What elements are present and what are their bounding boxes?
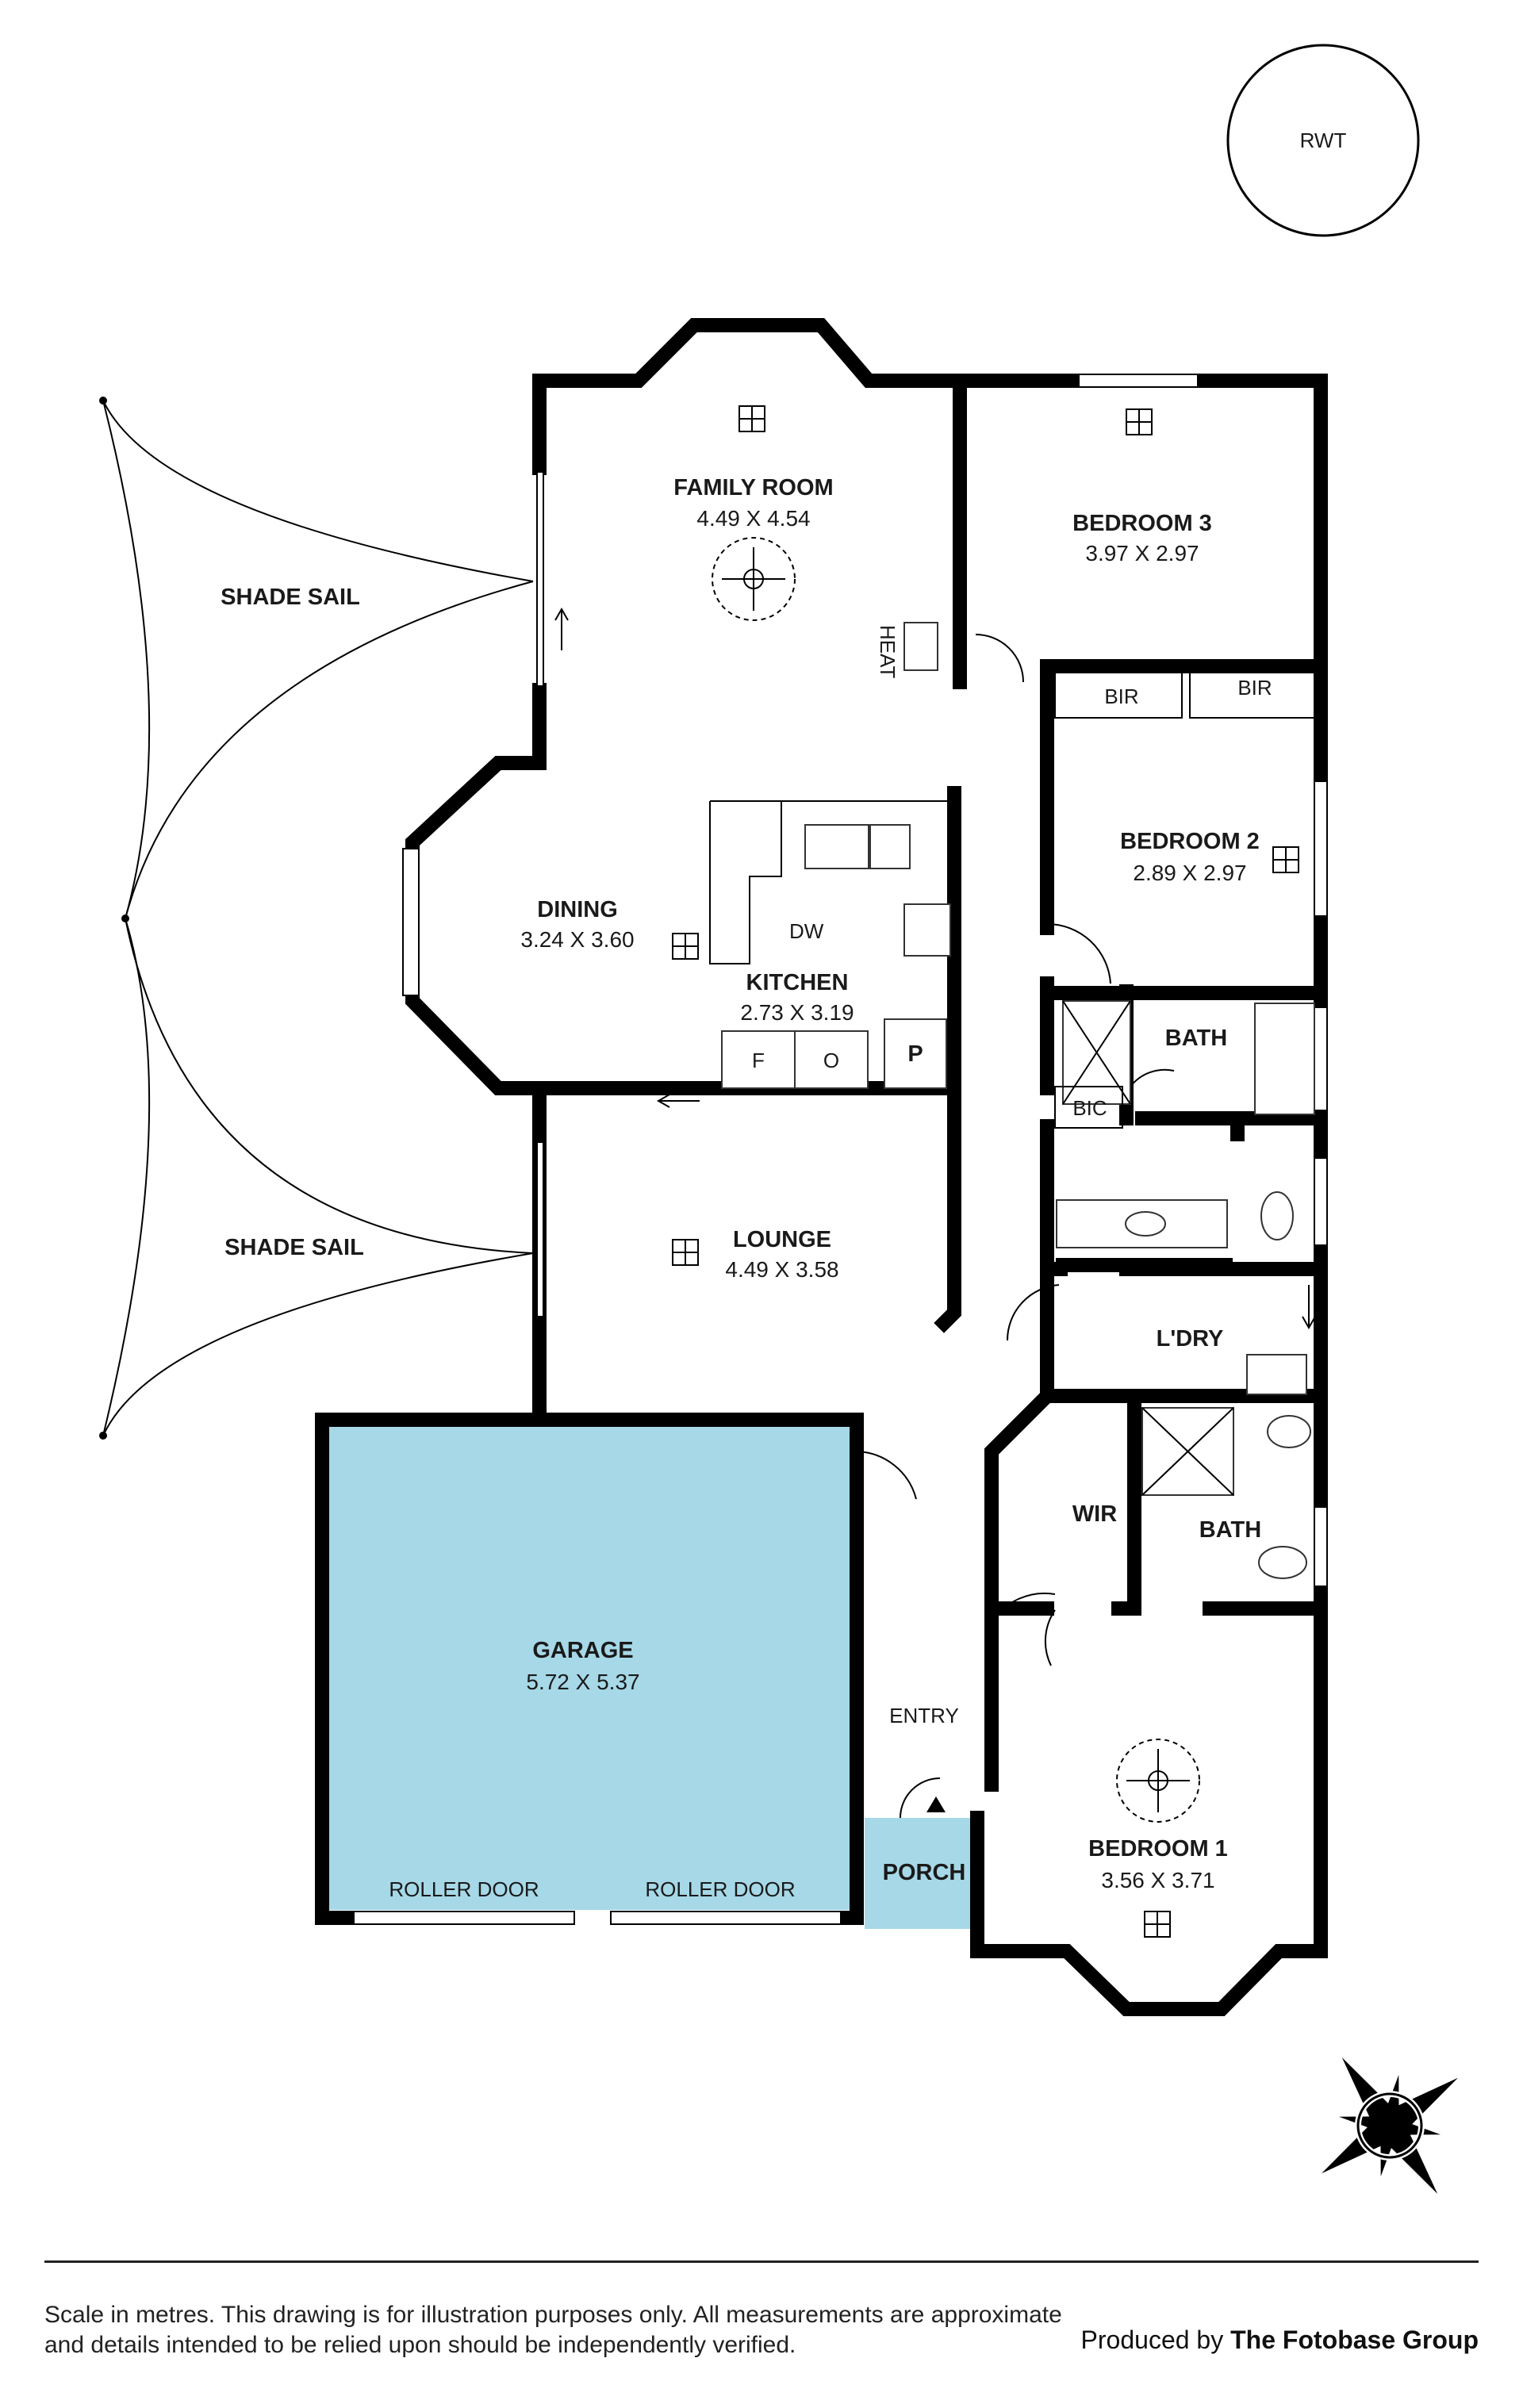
bedroom2-name: BEDROOM 2	[1120, 829, 1260, 854]
entry-arrow-icon	[926, 1796, 946, 1812]
sliding-door-arrow-icon	[1302, 1285, 1316, 1330]
roller-door-label: ROLLER DOOR	[389, 1877, 539, 1901]
bedroom1-name: BEDROOM 1	[1088, 1836, 1228, 1862]
oven-label: O	[823, 1049, 839, 1072]
disclaimer-text: Scale in metres. This drawing is for ill…	[44, 2302, 1062, 2358]
bic-label: BIC	[1072, 1096, 1107, 1120]
dining-name: DINING	[537, 897, 618, 922]
sliding-door-arrow-icon	[554, 607, 569, 650]
garage-dims: 5.72 X 5.37	[526, 1670, 639, 1694]
bedroom3-name: BEDROOM 3	[1072, 511, 1212, 536]
family-room-name: FAMILY ROOM	[673, 475, 833, 500]
shade-sail-lower-label: SHADE SAIL	[224, 1235, 364, 1260]
footer-divider	[44, 2260, 1479, 2263]
roller-door-label: ROLLER DOOR	[645, 1877, 795, 1901]
door-swings	[856, 634, 1175, 1819]
porch-area	[865, 1818, 977, 1929]
kitchen-dims: 2.73 X 3.19	[740, 1000, 854, 1025]
heater-label: HEAT	[876, 625, 900, 679]
compass-rose-icon	[1321, 2057, 1459, 2195]
shade-sail-upper-label: SHADE SAIL	[221, 585, 360, 610]
bathroom-fixtures	[1056, 1000, 1315, 1579]
heater	[903, 622, 938, 671]
light-point-icon	[672, 405, 1299, 1938]
dining-dims: 3.24 X 3.60	[520, 927, 634, 952]
ceiling-fan-icon	[712, 537, 796, 621]
wir-name: WIR	[1072, 1501, 1117, 1527]
family-room-dims: 4.49 X 4.54	[696, 506, 810, 531]
bir-label: BIR	[1104, 684, 1138, 708]
bedroom2-dims: 2.89 X 2.97	[1133, 861, 1246, 885]
dishwasher-label: DW	[789, 919, 824, 943]
rainwater-tank: RWT	[1226, 44, 1420, 237]
producer-credit: Produced by The Fotobase Group	[1081, 2326, 1479, 2355]
lounge-dims: 4.49 X 3.58	[725, 1257, 838, 1282]
sliding-door-arrow-icon	[656, 1094, 700, 1108]
kitchen-name: KITCHEN	[746, 970, 849, 995]
pantry-label: P	[907, 1041, 923, 1067]
walls	[315, 318, 1328, 2016]
credit-prefix: Produced by	[1080, 2326, 1224, 2354]
entry-name: ENTRY	[889, 1704, 959, 1727]
bath2-name: BATH	[1199, 1517, 1261, 1543]
bir-label: BIR	[1237, 676, 1272, 700]
bedroom3-dims: 3.97 X 2.97	[1085, 541, 1199, 566]
laundry-name: L'DRY	[1157, 1326, 1224, 1352]
bedroom1-dims: 3.56 X 3.71	[1101, 1868, 1214, 1892]
credit-brand: The Fotobase Group	[1230, 2326, 1479, 2354]
kitchen-fixtures	[709, 800, 954, 1089]
fridge-label: F	[752, 1049, 765, 1072]
ceiling-fan-icon	[1116, 1739, 1200, 1823]
rwt-label: RWT	[1300, 128, 1347, 152]
lounge-name: LOUNGE	[733, 1227, 831, 1252]
porch-name: PORCH	[883, 1860, 966, 1885]
garage-name: GARAGE	[532, 1638, 633, 1663]
closets	[1054, 669, 1316, 1129]
windows	[353, 374, 1328, 1925]
bath1-name: BATH	[1165, 1026, 1227, 1051]
garage-area	[328, 1420, 857, 1910]
shade-sails	[99, 397, 534, 1440]
